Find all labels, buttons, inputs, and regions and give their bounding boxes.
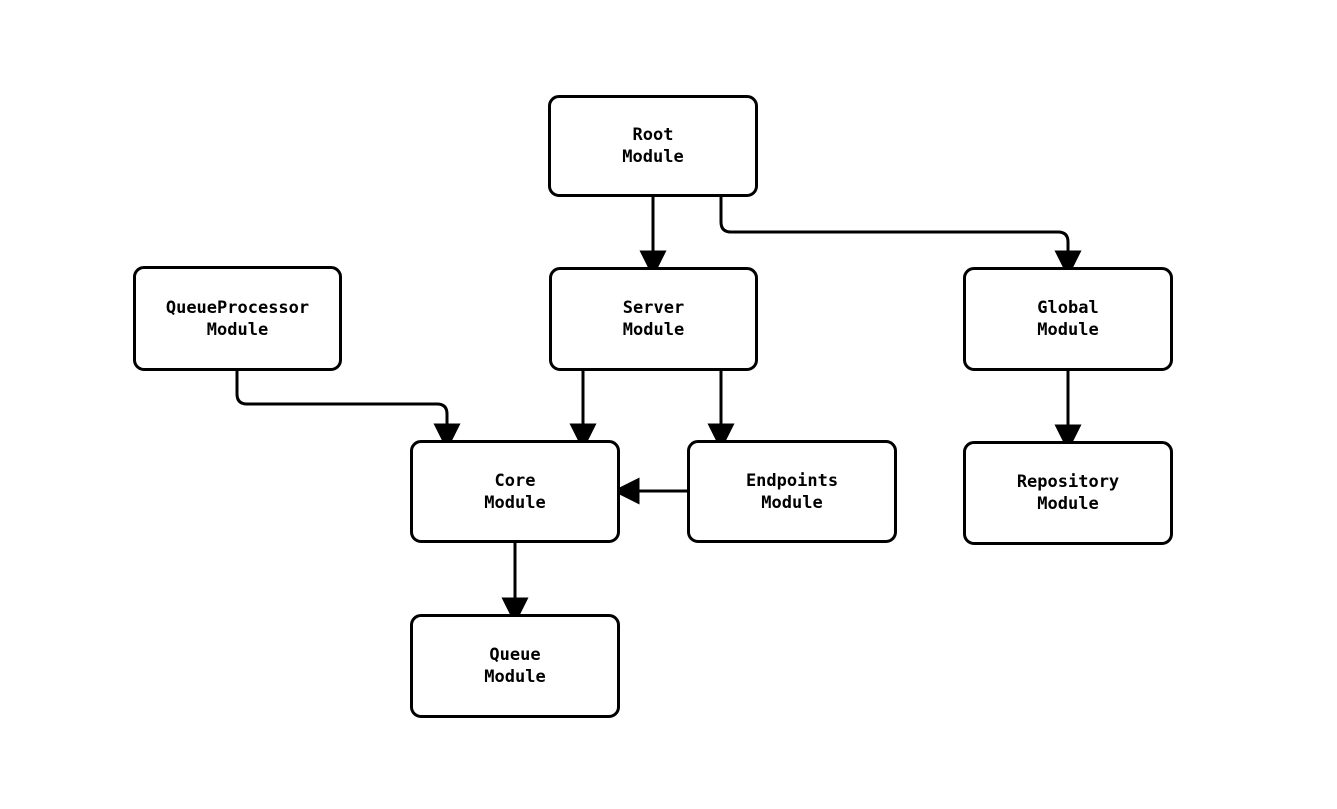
node-endpoints-module[interactable]: Endpoints Module bbox=[687, 440, 897, 543]
node-root-module-label: Root Module bbox=[622, 125, 684, 167]
edge-queueprocessor-to-core bbox=[235, 371, 461, 451]
node-queue-module-label: Queue Module bbox=[484, 645, 546, 687]
edge-root-to-global bbox=[719, 197, 1082, 278]
node-core-module[interactable]: Core Module bbox=[410, 440, 620, 543]
node-endpoints-module-label: Endpoints Module bbox=[745, 470, 839, 513]
node-global-module-label: Global Module bbox=[1037, 298, 1099, 340]
node-global-module[interactable]: Global Module bbox=[963, 267, 1173, 371]
node-server-module[interactable]: Server Module bbox=[549, 267, 758, 371]
node-server-module-label: Server Module bbox=[622, 298, 685, 340]
node-queueprocessor-module[interactable]: QueueProcessor Module bbox=[133, 266, 342, 371]
node-queueprocessor-module-label: QueueProcessor Module bbox=[165, 297, 310, 340]
node-repository-module-label: Repository Module bbox=[1016, 472, 1120, 514]
node-root-module[interactable]: Root Module bbox=[548, 95, 758, 197]
node-repository-module[interactable]: Repository Module bbox=[963, 441, 1173, 545]
node-queue-module[interactable]: Queue Module bbox=[410, 614, 620, 718]
node-core-module-label: Core Module bbox=[484, 470, 546, 513]
